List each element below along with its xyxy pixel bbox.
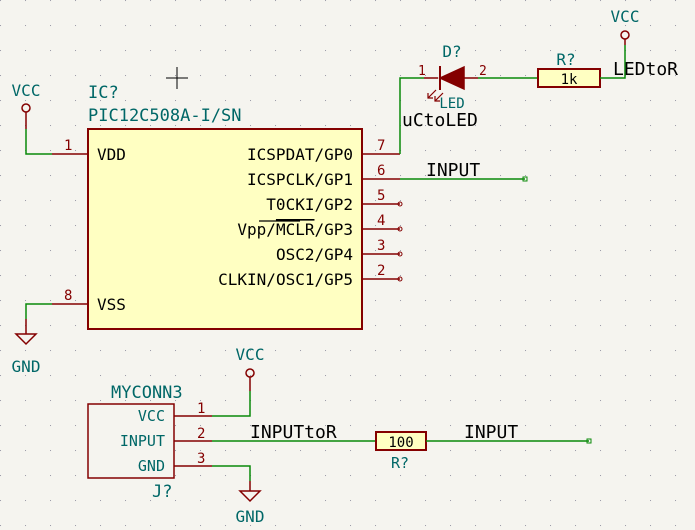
ic-pin-name-suffix: /GP3 (314, 220, 353, 239)
ic-pin-name: ICSPCLK/GP1 (247, 170, 353, 189)
ic-pin-number: 8 (64, 288, 72, 304)
connector-pin-number: 1 (197, 401, 205, 417)
vcc-label: VCC (236, 345, 265, 364)
ic-pin-1[interactable]: 1 VDD (52, 138, 126, 164)
led-d[interactable]: D? LED 1 2 (418, 42, 487, 112)
connector-value: MYCONN3 (111, 383, 183, 403)
gnd-triangle-icon (14, 333, 38, 346)
ic-pin-number: 4 (377, 213, 385, 229)
ic-pin-number: 6 (377, 163, 385, 179)
ic-pin-name: OSC2/GP4 (276, 245, 353, 264)
ic-value: PIC12C508A-I/SN (88, 106, 242, 126)
ic-pin-5[interactable]: 5 T0CKI/GP2 (266, 188, 403, 214)
wire-connector-gnd[interactable] (212, 465, 251, 481)
ic-pin-3[interactable]: 3 OSC2/GP4 (276, 238, 403, 264)
ic-pin-name: ICSPDAT/GP0 (247, 145, 353, 164)
ic-pin-4[interactable]: 4 Vpp/MCLR/GP3 (237, 213, 403, 239)
ic-body (87, 128, 363, 330)
connector-pin-name: GND (138, 457, 165, 475)
ic-pin-name-overbar: MCLR (276, 220, 315, 239)
gnd-power-symbol-ic[interactable]: GND (12, 319, 41, 376)
ic-pin-name: VSS (97, 295, 126, 314)
net-label-input-top[interactable]: INPUT (426, 160, 480, 181)
led-value: LED (439, 96, 464, 112)
connector-pin-1[interactable]: 1 VCC (138, 401, 212, 425)
led-pin-2-number: 2 (479, 64, 487, 79)
vcc-power-symbol-led[interactable]: VCC (611, 7, 640, 45)
resistor-reference: R? (391, 454, 409, 472)
ic-pin-name: CLKIN/OSC1/GP5 (218, 270, 353, 289)
ic-pin-name: Vpp/MCLR/GP3 (237, 220, 353, 239)
vcc-power-symbol-connector[interactable]: VCC (236, 345, 265, 391)
wire-vcc-to-vdd[interactable] (25, 129, 52, 155)
connector-body (87, 403, 175, 479)
net-label-input-bottom[interactable]: INPUT (464, 422, 518, 443)
led-reference: D? (442, 42, 461, 61)
ic-pin-7[interactable]: 7 ICSPDAT/GP0 (247, 138, 400, 164)
gnd-power-symbol-connector[interactable]: GND (236, 481, 265, 526)
resistor-value: 1k (561, 72, 578, 88)
ic-pin-number: 5 (377, 188, 385, 204)
ic-pic12c508a[interactable]: IC? PIC12C508A-I/SN 1 VDD 8 VSS 7 ICSPDA… (52, 83, 403, 330)
resistor-reference: R? (556, 50, 575, 69)
net-label-inputtor[interactable]: INPUTtoR (250, 422, 337, 443)
connector-pin-number: 2 (197, 426, 205, 442)
vcc-label: VCC (12, 81, 41, 100)
wire-end-marker (522, 176, 528, 182)
connector-myconn3[interactable]: MYCONN3 J? 1 VCC 2 INPUT 3 GND (87, 383, 212, 502)
gnd-triangle-icon (238, 490, 262, 503)
pin-end-marker (397, 201, 403, 207)
wire-vss-to-gnd[interactable] (25, 303, 52, 319)
led-emission-arrows-icon (427, 89, 444, 102)
ic-pin-8[interactable]: 8 VSS (52, 288, 126, 314)
ic-pin-name-prefix: Vpp/ (237, 220, 276, 239)
vcc-power-symbol-ic[interactable]: VCC (12, 81, 41, 129)
ic-pin-number: 3 (377, 238, 385, 254)
connector-reference: J? (152, 482, 172, 502)
net-label-uctoled[interactable]: uCtoLED (402, 110, 478, 131)
net-label-ledtor[interactable]: LEDtoR (613, 59, 678, 80)
wire-gp0-to-led[interactable] (399, 77, 424, 154)
wire-connector-vcc[interactable] (212, 391, 251, 417)
pin-end-marker (397, 226, 403, 232)
wire-resistor-to-vcc[interactable] (600, 45, 626, 79)
pin-end-marker (397, 276, 403, 282)
resistor-value: 100 (388, 435, 413, 451)
ic-pin-2[interactable]: 2 CLKIN/OSC1/GP5 (218, 263, 403, 289)
ic-pin-number: 1 (64, 138, 72, 154)
connector-pin-name: INPUT (120, 432, 165, 450)
ic-reference: IC? (88, 83, 119, 103)
connector-pin-3[interactable]: 3 GND (138, 451, 212, 475)
ic-pin-6[interactable]: 6 ICSPCLK/GP1 (247, 163, 400, 189)
ic-pin-number: 2 (377, 263, 385, 279)
gnd-label: GND (12, 357, 41, 376)
ic-pin-number: 7 (377, 138, 385, 154)
pin-end-marker (397, 251, 403, 257)
led-pin-1-number: 1 (418, 64, 426, 79)
wire-end-marker (586, 438, 592, 444)
connector-pin-name: VCC (138, 407, 165, 425)
ic-pin-name: VDD (97, 145, 126, 164)
ic-pin-name: T0CKI/GP2 (266, 195, 353, 214)
connector-pin-2[interactable]: 2 INPUT (120, 426, 212, 450)
gnd-label: GND (236, 507, 265, 526)
connector-pin-number: 3 (197, 451, 205, 467)
crosshair-cursor-icon (166, 67, 188, 89)
vcc-label: VCC (611, 7, 640, 26)
